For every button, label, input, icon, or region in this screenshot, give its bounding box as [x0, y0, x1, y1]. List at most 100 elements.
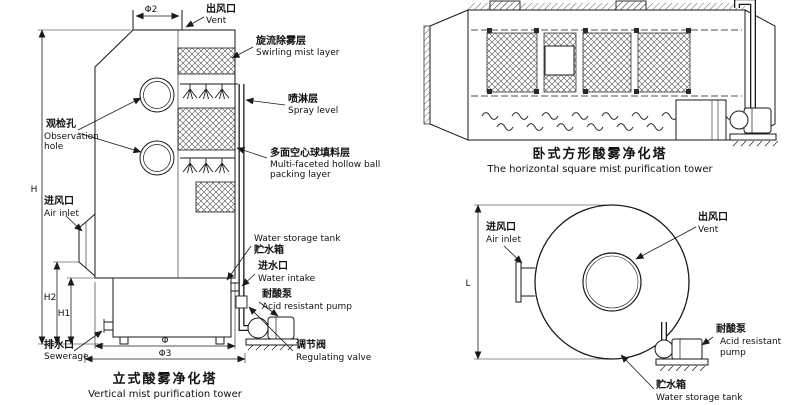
- phantom-lines: [471, 29, 742, 97]
- valve-label-cn: 调节阀: [296, 338, 326, 351]
- horizontal-title-en: The horizontal square mist purification …: [486, 164, 713, 175]
- dim-phi2-label: Φ2: [145, 5, 158, 15]
- tank-label-en: Water storage tank: [656, 393, 743, 403]
- spray-nozzle: [198, 83, 214, 100]
- pump-motor: [671, 338, 703, 360]
- tank-label-cn: 贮水箱: [253, 243, 284, 256]
- swirl-label-cn: 旋流除雾层: [255, 34, 306, 47]
- water-storage-tank: [112, 277, 232, 338]
- packing-layer: [177, 107, 236, 151]
- pump-label-en2: pump: [720, 348, 746, 358]
- spray-nozzle: [198, 157, 214, 174]
- top-vent-left: [489, 0, 521, 11]
- air-inlet-label-cn: 进风口: [486, 220, 516, 233]
- valve-label-en: Regulating valve: [296, 353, 372, 363]
- air-inlet-label-cn: 进风口: [44, 194, 74, 207]
- air-inlet-label-en: Air inlet: [486, 235, 521, 245]
- vertical-tower-view: Φ2 出风口 Vent 旋流除雾层 Swirling mist layer 喷淋…: [31, 2, 381, 400]
- top-hatch-band: [468, 3, 745, 10]
- dim-ext-l: [474, 204, 606, 360]
- inlet-flange: [515, 261, 522, 303]
- spray-nozzle: [182, 157, 198, 174]
- spray-nozzle: [182, 83, 198, 100]
- vent-label-en: Vent: [698, 225, 719, 235]
- access-door: [544, 45, 575, 76]
- sewerage-label-en: Sewerage: [44, 352, 89, 362]
- pump-tank-grille: [711, 100, 719, 140]
- dim-h-label: H: [31, 185, 38, 195]
- dim-phi-label: Φ: [161, 336, 168, 346]
- pump-base: [655, 358, 709, 366]
- leader-vent: [635, 226, 697, 260]
- leader-tank: [226, 245, 252, 281]
- vent-neck: [132, 10, 183, 30]
- leader-valve: [248, 306, 294, 352]
- ground-hatch: [247, 344, 294, 351]
- regulating-valve: [235, 295, 248, 309]
- sewerage-label-cn: 排水口: [44, 338, 74, 351]
- pump-base: [729, 133, 777, 141]
- horizontal-tower-view: 卧式方形酸雾净化塔 The horizontal square mist pur…: [423, 0, 779, 175]
- spray-nozzle: [214, 83, 230, 100]
- leader-tank: [620, 354, 655, 390]
- leader-pump: [258, 301, 279, 317]
- vent-opening-inner: [585, 255, 639, 309]
- tank-foot-right: [215, 336, 225, 345]
- pump-tank-box: [675, 99, 727, 141]
- pump-impeller: [729, 110, 749, 130]
- pump-base: [245, 338, 299, 346]
- vertical-title-cn: 立式酸雾净化塔: [112, 371, 217, 387]
- leader-air-inlet: [503, 245, 523, 264]
- packing-label-cn: 多面空心球填料层: [270, 146, 350, 159]
- pump-impeller: [247, 317, 269, 339]
- bolt-marks: [487, 28, 691, 94]
- leader-sewerage: [73, 330, 103, 352]
- end-view: 进风口 Air inlet 出风口 Vent L 耐酸泵 Acid resist…: [465, 204, 782, 403]
- packing-label-en1: Multi-faceted hollow ball: [270, 160, 380, 170]
- top-vent-right: [615, 0, 647, 11]
- leader-observation-top: [77, 97, 142, 131]
- observation-label-en1: Observation: [44, 132, 99, 142]
- pump-label-en: Acid resistant pump: [262, 302, 352, 312]
- leader-spray: [245, 97, 286, 106]
- spray-nozzle: [214, 157, 230, 174]
- ground-hatch: [732, 140, 779, 147]
- leader-pump: [701, 336, 714, 346]
- air-inlet-duct: [78, 213, 96, 277]
- circulation-pipe-core: [239, 84, 250, 330]
- vessel-shell: [534, 204, 690, 360]
- lower-packing-layer: [195, 181, 236, 213]
- leader-intake: [241, 273, 256, 287]
- dim-h2-label: H2: [44, 293, 57, 303]
- vent-label-cn: 出风口: [698, 210, 728, 223]
- observation-hole-top-inner: [143, 81, 171, 109]
- dim-phi3-label: Φ3: [159, 349, 172, 359]
- observation-label-en2: hole: [44, 142, 64, 152]
- swirling-mist-layer: [177, 47, 236, 75]
- observation-hole-top: [139, 77, 175, 113]
- observation-hole-bottom-inner: [143, 144, 171, 172]
- air-inlet-label-en: Air inlet: [44, 209, 79, 219]
- horizontal-title-cn: 卧式方形酸雾净化塔: [532, 146, 667, 162]
- pump-label-cn: 耐酸泵: [262, 287, 293, 300]
- vent-opening: [582, 252, 642, 312]
- spray-label-en: Spray level: [288, 106, 338, 116]
- observation-hole-bottom: [139, 140, 175, 176]
- vent-label-cn: 出风口: [206, 2, 236, 15]
- filter-panel: [486, 32, 538, 93]
- packing-label-en2: packing layer: [270, 170, 331, 180]
- spray-label-cn: 喷淋层: [288, 92, 318, 105]
- pump-impeller: [654, 339, 674, 359]
- filter-panel: [582, 32, 632, 93]
- observation-label-cn: 观检孔: [46, 117, 76, 130]
- pump-label-cn: 耐酸泵: [716, 322, 747, 335]
- ground-hatch: [659, 365, 706, 372]
- leader-observation-bottom: [77, 132, 142, 154]
- sewerage-stub: [103, 319, 113, 333]
- filter-panel: [637, 32, 691, 93]
- riser-pipe-core: [735, 0, 755, 112]
- leader-air-inlet: [65, 215, 83, 232]
- vessel-left-end: [429, 9, 469, 141]
